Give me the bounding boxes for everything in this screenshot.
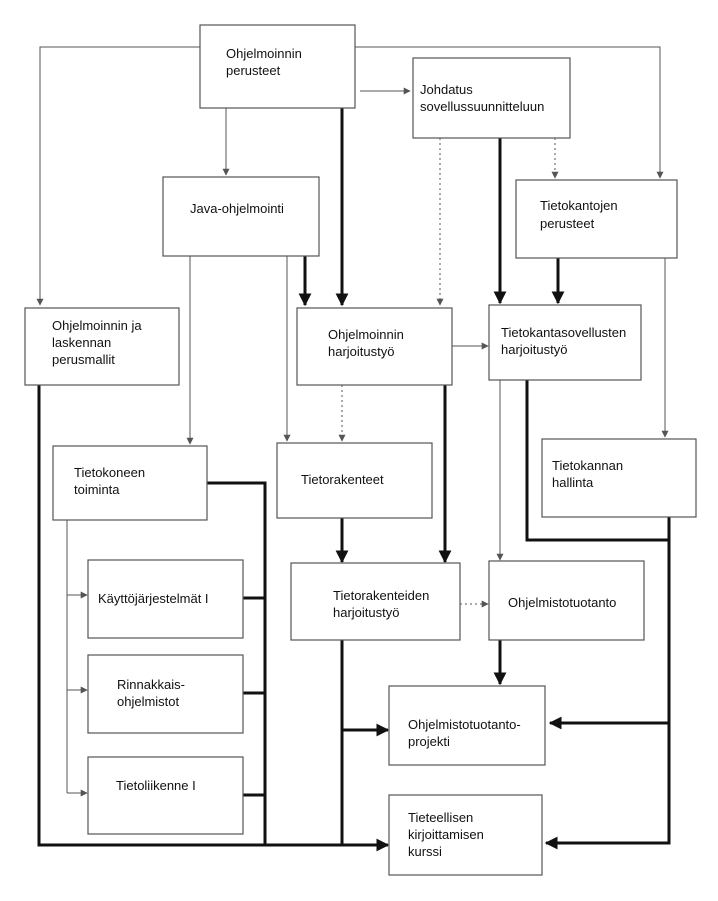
node-tieteellisen-kirjoittamisen-kurssi: Tieteellisen kirjoittamisen kurssi [388, 794, 543, 876]
edge-perusmallit-to-kirjoittaminen [37, 385, 390, 852]
node-label-line: Ohjelmoinnin ja [52, 318, 142, 333]
node-tietokannan-hallinta: Tietokannan hallinta [541, 438, 697, 518]
edge-trharjoitustyo-to-projekti [340, 640, 390, 737]
node-label-line: Rinnakkais- [117, 677, 185, 692]
node-label-line: Ohjelmistotuotanto- [408, 717, 521, 732]
node-label-line: ohjelmistot [117, 694, 180, 709]
node-tietokoneen-toiminta: Tietokoneen toiminta [52, 445, 208, 521]
node-ohjelmistotuotanto: Ohjelmistotuotanto [488, 560, 645, 641]
node-label-line: Johdatus [420, 82, 473, 97]
node-label-line: Tietorakenteet [301, 472, 384, 487]
node-label-line: harjoitustyö [501, 342, 567, 357]
node-label-line: Tieteellisen [408, 810, 473, 825]
node-label-line: projekti [408, 734, 450, 749]
node-ohjelmoinnin-ja-laskennan-perusmallit: Ohjelmoinnin ja laskennan perusmallit [24, 307, 180, 386]
node-tietorakenteet: Tietorakenteet [276, 442, 433, 519]
node-label-line: perusmallit [52, 352, 115, 367]
node-label-line: perusteet [540, 216, 595, 231]
node-label-line: Tietokantojen [540, 198, 618, 213]
node-tietoliikenne: Tietoliikenne I [87, 756, 244, 835]
node-label-line: harjoitustyö [328, 344, 394, 359]
node-label-line: Tietorakenteiden [333, 588, 429, 603]
node-rinnakkaisohjelmistot: Rinnakkais- ohjelmistot [87, 654, 244, 734]
node-label-line: Tietokoneen [74, 465, 145, 480]
node-java-ohjelmointi: Java-ohjelmointi [162, 176, 320, 257]
node-label-line: hallinta [552, 475, 594, 490]
nodes: Ohjelmoinnin perusteet Johdatus sovellus… [24, 24, 697, 876]
node-label-line: perusteet [226, 63, 281, 78]
edge-perusteet-to-perusmallit [36, 46, 200, 306]
node-label-line: Ohjelmoinnin [328, 327, 404, 342]
edge-tksovellusten-bus [525, 380, 669, 542]
node-label-line: laskennan [52, 335, 111, 350]
node-label-line: Tietokannan [552, 458, 623, 473]
edge-hallinta-to-kirjoittaminen [544, 723, 671, 850]
node-label-line: Ohjelmoinnin [226, 46, 302, 61]
node-label-line: toiminta [74, 482, 120, 497]
node-tietorakenteiden-harjoitustyo: Tietorakenteiden harjoitustyö [290, 562, 461, 641]
node-label-line: kirjoittamisen [408, 827, 484, 842]
edge-perusteet-to-tietokantojen [355, 46, 664, 179]
node-label-line: Käyttöjärjestelmät I [98, 591, 209, 606]
node-kayttojarjestelmat: Käyttöjärjestelmät I [87, 559, 244, 639]
node-tietokantojen-perusteet: Tietokantojen perusteet [515, 179, 678, 259]
node-johdatus-sovellussuunnitteluun: Johdatus sovellussuunnitteluun [412, 57, 571, 139]
node-label-line: kurssi [408, 844, 442, 859]
connectors [36, 46, 671, 852]
node-ohjelmistotuotantoprojekti: Ohjelmistotuotanto- projekti [388, 685, 546, 766]
node-label-line: harjoitustyö [333, 605, 399, 620]
node-label-line: Tietokantasovellusten [501, 325, 626, 340]
node-ohjelmoinnin-perusteet: Ohjelmoinnin perusteet [199, 24, 356, 109]
node-label-line: Java-ohjelmointi [190, 201, 284, 216]
node-label-line: Ohjelmistotuotanto [508, 595, 616, 610]
node-tietokantasovellusten-harjoitustyo: Tietokantasovellusten harjoitustyö [488, 304, 642, 381]
edge-tietokoneen-bus [207, 481, 267, 845]
node-label-line: Tietoliikenne I [116, 778, 196, 793]
node-label-line: sovellussuunnitteluun [420, 99, 544, 114]
node-ohjelmoinnin-harjoitustyo: Ohjelmoinnin harjoitustyö [296, 307, 453, 386]
